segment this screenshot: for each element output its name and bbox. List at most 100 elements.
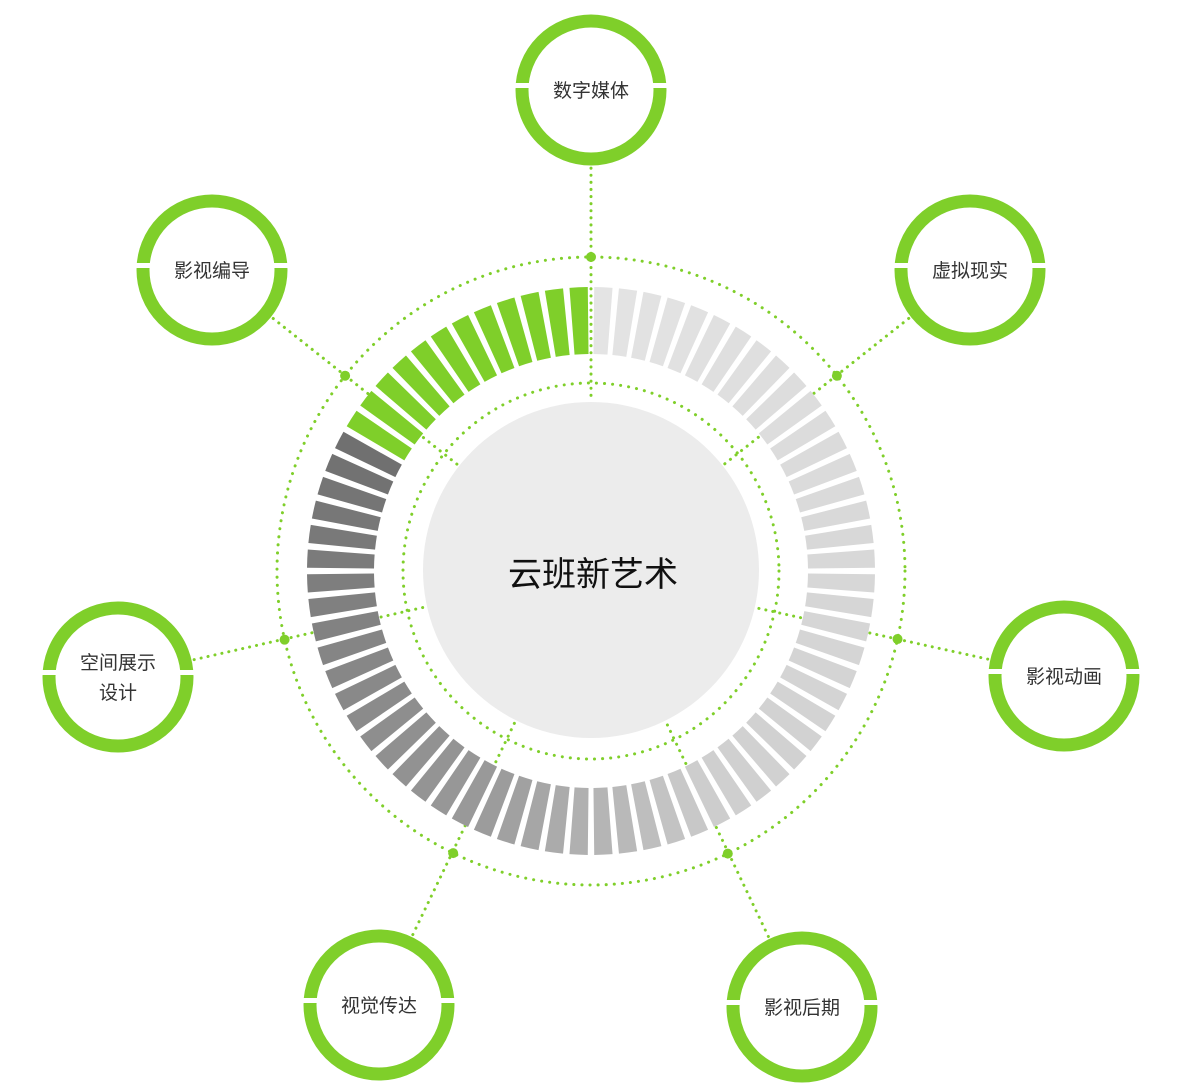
node-ring-break xyxy=(132,263,156,268)
ring-segment xyxy=(392,726,450,787)
ring-segment xyxy=(667,305,709,374)
ring-segment xyxy=(375,712,436,770)
node-label: 视觉传达 xyxy=(341,995,417,1017)
node-ring xyxy=(894,194,1046,346)
node-ring xyxy=(136,194,288,346)
ring-segment xyxy=(758,697,822,752)
ring-segment xyxy=(569,787,589,855)
ring-segment xyxy=(569,287,589,355)
node-label: 影视动画 xyxy=(1026,666,1102,688)
ring-segment xyxy=(334,431,402,478)
node-ring-break xyxy=(647,83,671,88)
ring-segment xyxy=(360,697,424,752)
ring-segment xyxy=(325,453,394,495)
ring-segment xyxy=(451,760,498,828)
ring-segment xyxy=(451,314,498,382)
node-label: 空间展示 xyxy=(80,652,156,674)
node-label: 影视编导 xyxy=(174,260,250,282)
node-ring xyxy=(988,600,1140,752)
node-digital-media[interactable]: 数字媒体 xyxy=(511,14,671,166)
ring-segment xyxy=(311,611,381,642)
ring-segment xyxy=(780,664,848,711)
connector-dot-visual-communication xyxy=(448,848,459,859)
center-disc xyxy=(423,402,759,738)
ring-segment xyxy=(430,750,481,816)
node-ring xyxy=(42,601,194,753)
ring-segment xyxy=(805,592,874,618)
ring-segment xyxy=(346,681,412,732)
node-film-post[interactable]: 影视后期 xyxy=(722,931,882,1083)
ring-segment xyxy=(701,326,752,392)
node-ring xyxy=(303,929,455,1081)
ring-segment xyxy=(770,681,836,732)
node-ring-break xyxy=(858,1000,882,1005)
ring-segment xyxy=(795,476,865,513)
node-film-directing[interactable]: 影视编导 xyxy=(132,194,292,346)
ring-segment xyxy=(612,785,638,854)
node-film-animation[interactable]: 影视动画 xyxy=(984,600,1144,752)
node-ring-break xyxy=(1120,669,1144,674)
node-ring-break xyxy=(435,998,459,1003)
ring-segment xyxy=(795,629,865,666)
ring-segment xyxy=(684,314,731,382)
ring-segment xyxy=(410,738,465,802)
node-ring-break xyxy=(174,670,198,675)
ring-segment xyxy=(770,410,836,461)
ring-segment xyxy=(544,288,570,357)
ring-segment xyxy=(801,611,871,642)
node-ring-break xyxy=(722,1000,746,1005)
ring-segment xyxy=(807,573,875,593)
ring-segment xyxy=(307,549,375,569)
node-ring xyxy=(726,931,878,1083)
node-ring xyxy=(515,14,667,166)
node-virtual-reality[interactable]: 虚拟现实 xyxy=(890,194,1050,346)
ring-segment xyxy=(473,768,515,837)
ring-segment xyxy=(732,355,790,416)
ring-segment xyxy=(334,664,402,711)
ring-segment xyxy=(593,287,613,355)
ring-segment xyxy=(375,372,436,430)
node-ring-break xyxy=(984,669,1008,674)
ring-segment xyxy=(758,390,822,445)
ring-segment xyxy=(717,340,772,404)
ring-segment xyxy=(732,726,790,787)
node-label: 影视后期 xyxy=(764,997,840,1019)
node-label: 设计 xyxy=(99,682,137,704)
ring-segment xyxy=(801,500,871,531)
ring-segment xyxy=(593,787,613,855)
inner-dotted-ring xyxy=(401,381,781,761)
ring-segment xyxy=(473,305,515,374)
node-ring-break xyxy=(299,998,323,1003)
ring-segment xyxy=(317,476,387,513)
ring-segment xyxy=(701,750,752,816)
ring-segment xyxy=(346,410,412,461)
ring-segment xyxy=(520,781,551,851)
node-visual-communication[interactable]: 视觉传达 xyxy=(299,929,459,1081)
ring-segment xyxy=(788,647,857,689)
ring-segment xyxy=(496,775,533,845)
ring-segment xyxy=(649,775,686,845)
node-ring-break xyxy=(268,263,292,268)
ring-segment xyxy=(788,453,857,495)
ring-segment xyxy=(308,592,377,618)
ring-segment xyxy=(717,738,772,802)
ring-segment xyxy=(805,524,874,550)
ring-segment xyxy=(410,340,465,404)
connector-dot-film-post xyxy=(722,848,733,859)
ring-segment xyxy=(430,326,481,392)
ring-segment xyxy=(631,291,662,361)
ring-segment xyxy=(311,500,381,531)
node-label: 数字媒体 xyxy=(553,80,629,102)
outer-dotted-ring xyxy=(275,255,907,887)
ring-segment xyxy=(325,647,394,689)
ring-segment xyxy=(780,431,848,478)
node-label: 虚拟现实 xyxy=(932,260,1008,282)
ring-segment xyxy=(544,785,570,854)
ring-segment xyxy=(317,629,387,666)
ring-segment xyxy=(307,573,375,593)
ring-segment xyxy=(308,524,377,550)
ring-segment xyxy=(649,297,686,367)
ring-segment xyxy=(392,355,450,416)
